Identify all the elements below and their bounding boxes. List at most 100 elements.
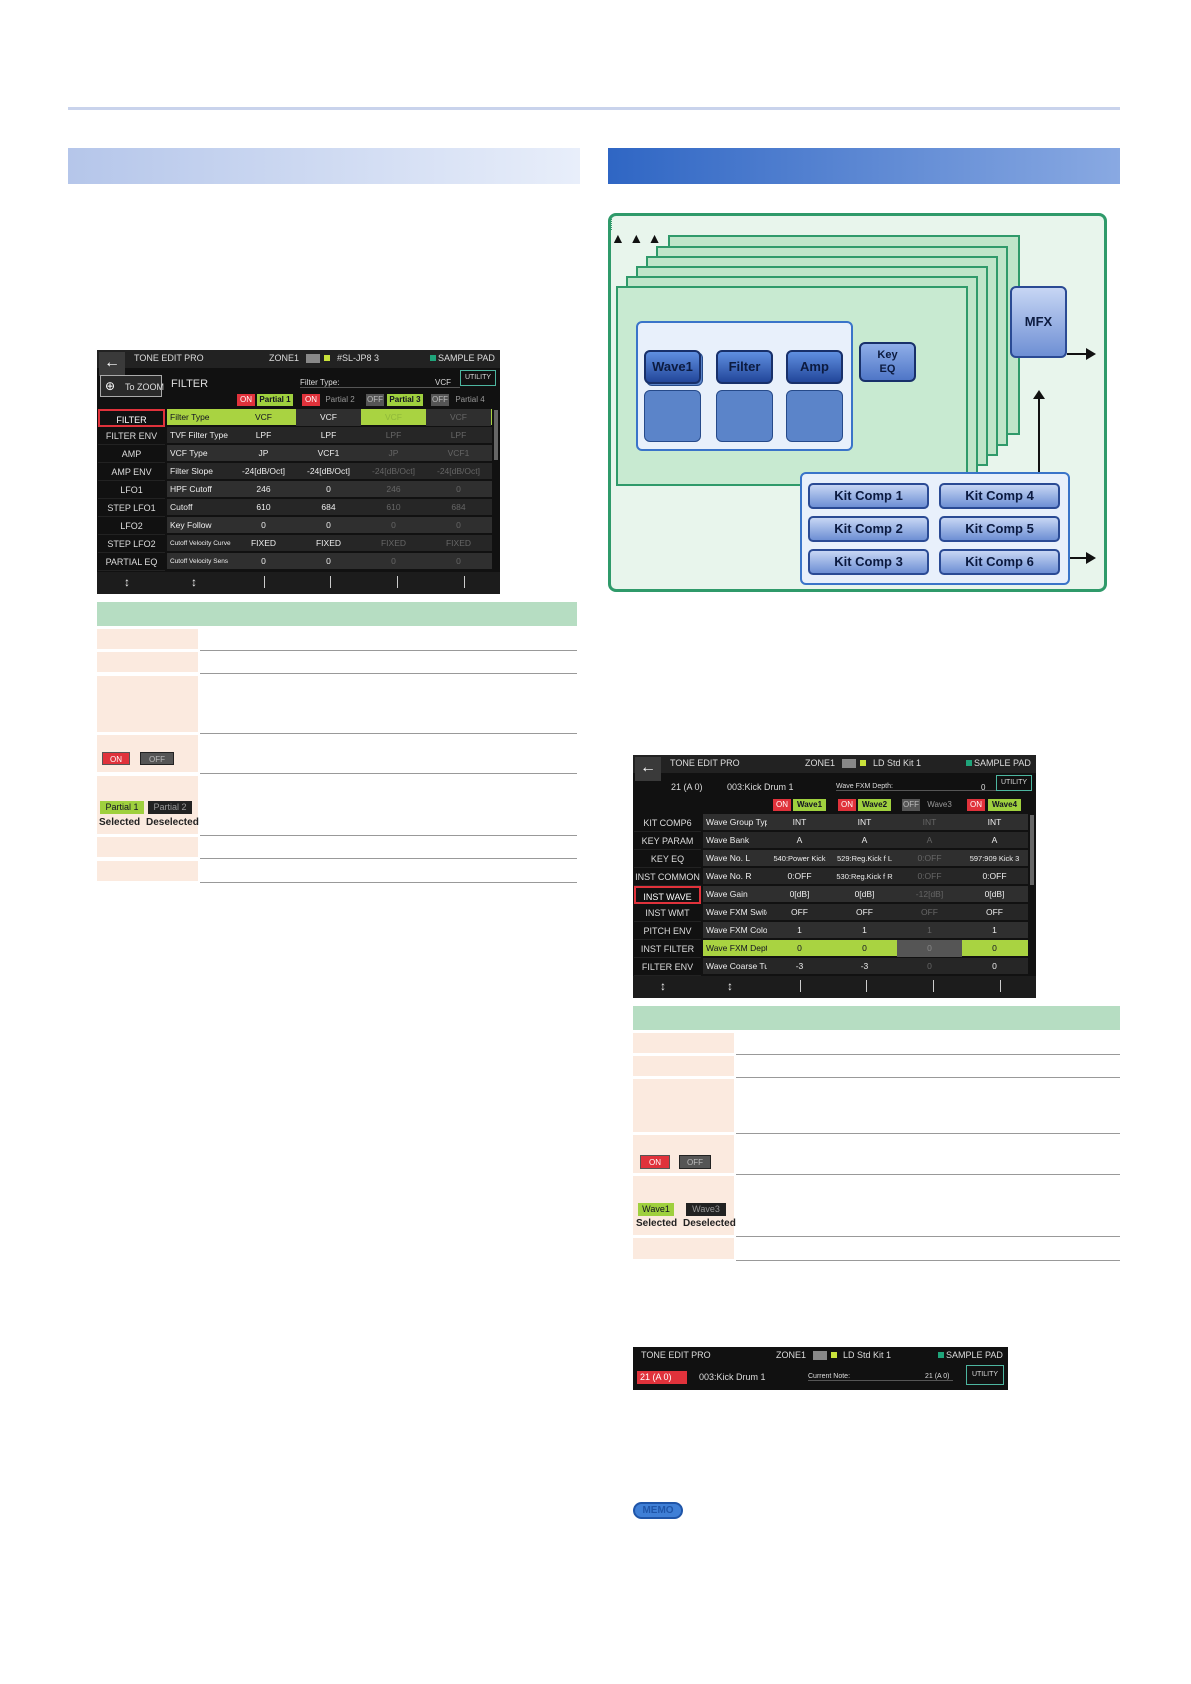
param-value[interactable]: 0 [797, 943, 802, 953]
param-value[interactable]: VCF1 [317, 448, 340, 458]
param-row[interactable]: Wave Gain 0[dB] 0[dB] -12[dB] 0[dB] [703, 886, 1028, 903]
param-value[interactable]: OFF [986, 907, 1003, 917]
param-row[interactable]: Wave FXM Color 1 1 1 1 [703, 922, 1028, 939]
param-value[interactable]: 610 [256, 502, 271, 512]
wave2-tab[interactable]: Wave2 [858, 799, 891, 811]
param-row[interactable]: Key Follow 0 0 0 0 [167, 517, 492, 534]
sample-pad-label[interactable]: SAMPLE PAD [946, 1350, 1003, 1360]
param-value[interactable]: 0 [897, 940, 962, 957]
partial1-tab[interactable]: Partial 1 [257, 394, 293, 406]
param-row[interactable]: Cutoff 610 684 610 684 [167, 499, 492, 516]
param-value[interactable]: INT [792, 817, 807, 827]
back-arrow-icon[interactable]: ← [99, 352, 125, 376]
param-row[interactable]: Cutoff Velocity Sens 0 0 0 0 [167, 553, 492, 570]
param-value[interactable]: VCF [385, 412, 402, 422]
menu-item-inst-wmt[interactable]: INST WMT [634, 904, 701, 922]
param-value[interactable]: 0 [992, 943, 997, 953]
param-value[interactable]: A [991, 835, 998, 845]
param-value[interactable]: INT [857, 817, 872, 827]
partial4-tab[interactable]: Partial 4 [455, 395, 485, 404]
param-value[interactable]: INT [922, 817, 937, 827]
param-value[interactable]: 0 [326, 556, 331, 566]
param-value[interactable]: 1 [992, 925, 997, 935]
param-row[interactable]: Filter Type VCF VCF VCF VCF [167, 409, 492, 426]
menu-item-filter-env[interactable]: FILTER ENV [98, 427, 165, 445]
param-value[interactable]: INT [987, 817, 1002, 827]
menu-item-inst-wave[interactable]: INST WAVE [634, 886, 701, 904]
param-value[interactable]: 0 [927, 961, 932, 971]
param-value[interactable]: LPF [255, 430, 272, 440]
sample-pad-label[interactable]: SAMPLE PAD [438, 353, 495, 363]
param-value[interactable]: 0[dB] [854, 889, 875, 899]
wave2-on-switch[interactable]: ON [838, 799, 856, 811]
param-row[interactable]: Cutoff Velocity Curve FIXED FIXED FIXED … [167, 535, 492, 552]
utility-button[interactable]: UTILITY [966, 1365, 1004, 1385]
wave4-tab[interactable]: Wave4 [988, 799, 1021, 811]
menu-item-inst-filter[interactable]: INST FILTER [634, 940, 701, 958]
param-value[interactable]: 0[dB] [984, 889, 1005, 899]
param-value[interactable]: -3 [860, 961, 869, 971]
partial2-tab[interactable]: Partial 2 [325, 395, 355, 404]
param-value[interactable]: -24[dB/Oct] [372, 466, 415, 476]
param-row[interactable]: Wave No. R 0:OFF 530:Reg.Kick f R 0:OFF … [703, 868, 1028, 885]
menu-item-inst-common[interactable]: INST COMMON [634, 868, 701, 886]
wave4-on-switch[interactable]: ON [967, 799, 985, 811]
menu-item-lfo2[interactable]: LFO2 [98, 517, 165, 535]
menu-item-step-lfo2[interactable]: STEP LFO2 [98, 535, 165, 553]
param-value[interactable]: 0:OFF [917, 853, 942, 863]
param-value[interactable]: LPF [320, 430, 337, 440]
param-value[interactable]: 0 [456, 520, 461, 530]
param-row[interactable]: Wave No. L 540:Power Kick 529:Reg.Kick f… [703, 850, 1028, 867]
param-row[interactable]: Wave Group Type INT INT INT INT [703, 814, 1028, 831]
updown-arrow-icon[interactable]: ↕ [660, 979, 666, 993]
param-value[interactable]: VCF [426, 409, 491, 426]
param-value[interactable]: JP [258, 448, 269, 458]
sample-pad-label[interactable]: SAMPLE PAD [974, 758, 1031, 768]
param-value[interactable]: -12[dB] [915, 889, 944, 899]
param-value[interactable]: 0:OFF [917, 871, 942, 881]
utility-button[interactable]: UTILITY [996, 775, 1032, 791]
partial1-on-switch[interactable]: ON [237, 394, 255, 406]
scrollbar[interactable] [1030, 815, 1034, 885]
param-row-selected[interactable]: Wave FXM Depth 0 0 0 0 [703, 940, 1028, 957]
param-value[interactable]: OFF [856, 907, 873, 917]
wave1-on-switch[interactable]: ON [773, 799, 791, 811]
param-row[interactable]: VCF Type JP VCF1 JP VCF1 [167, 445, 492, 462]
param-value[interactable]: 1 [862, 925, 867, 935]
param-value[interactable]: 246 [256, 484, 271, 494]
menu-item-key-param[interactable]: KEY PARAM [634, 832, 701, 850]
menu-item-amp-env[interactable]: AMP ENV [98, 463, 165, 481]
param-row[interactable]: Wave Bank A A A A [703, 832, 1028, 849]
param-value[interactable]: 540:Power Kick [773, 854, 826, 863]
param-value[interactable]: 0 [326, 520, 331, 530]
menu-item-pitch-env[interactable]: PITCH ENV [634, 922, 701, 940]
param-value[interactable]: VCF1 [447, 448, 470, 458]
param-value[interactable]: JP [388, 448, 399, 458]
updown-arrow-icon[interactable]: ↕ [727, 979, 733, 993]
partial2-on-switch[interactable]: ON [302, 394, 320, 406]
menu-item-kit-comp6[interactable]: KIT COMP6 [634, 814, 701, 832]
param-value[interactable]: 0 [456, 484, 461, 494]
param-value[interactable]: -24[dB/Oct] [307, 466, 350, 476]
param-value[interactable]: VCF [255, 412, 272, 422]
param-value[interactable]: 1 [797, 925, 802, 935]
partial3-off-switch[interactable]: OFF [366, 394, 384, 406]
param-value[interactable]: 529:Reg.Kick f L [836, 854, 893, 863]
param-value[interactable]: 1 [927, 925, 932, 935]
param-value[interactable]: 0 [391, 520, 396, 530]
param-value[interactable]: 0 [261, 520, 266, 530]
param-value[interactable]: 0 [992, 961, 997, 971]
utility-button[interactable]: UTILITY [460, 370, 496, 386]
param-row[interactable]: Wave FXM Switch OFF OFF OFF OFF [703, 904, 1028, 921]
param-value[interactable]: A [861, 835, 868, 845]
menu-item-filter-env[interactable]: FILTER ENV [634, 958, 701, 976]
param-row[interactable]: HPF Cutoff 246 0 246 0 [167, 481, 492, 498]
param-value[interactable]: LPF [385, 430, 402, 440]
menu-item-amp[interactable]: AMP [98, 445, 165, 463]
param-value[interactable]: A [926, 835, 933, 845]
wave1-tab[interactable]: Wave1 [793, 799, 826, 811]
param-value[interactable]: -24[dB/Oct] [242, 466, 285, 476]
param-value[interactable]: FIXED [380, 538, 407, 548]
param-value[interactable]: 610 [386, 502, 401, 512]
param-value[interactable]: 597:909 Kick 3 [969, 854, 1020, 863]
